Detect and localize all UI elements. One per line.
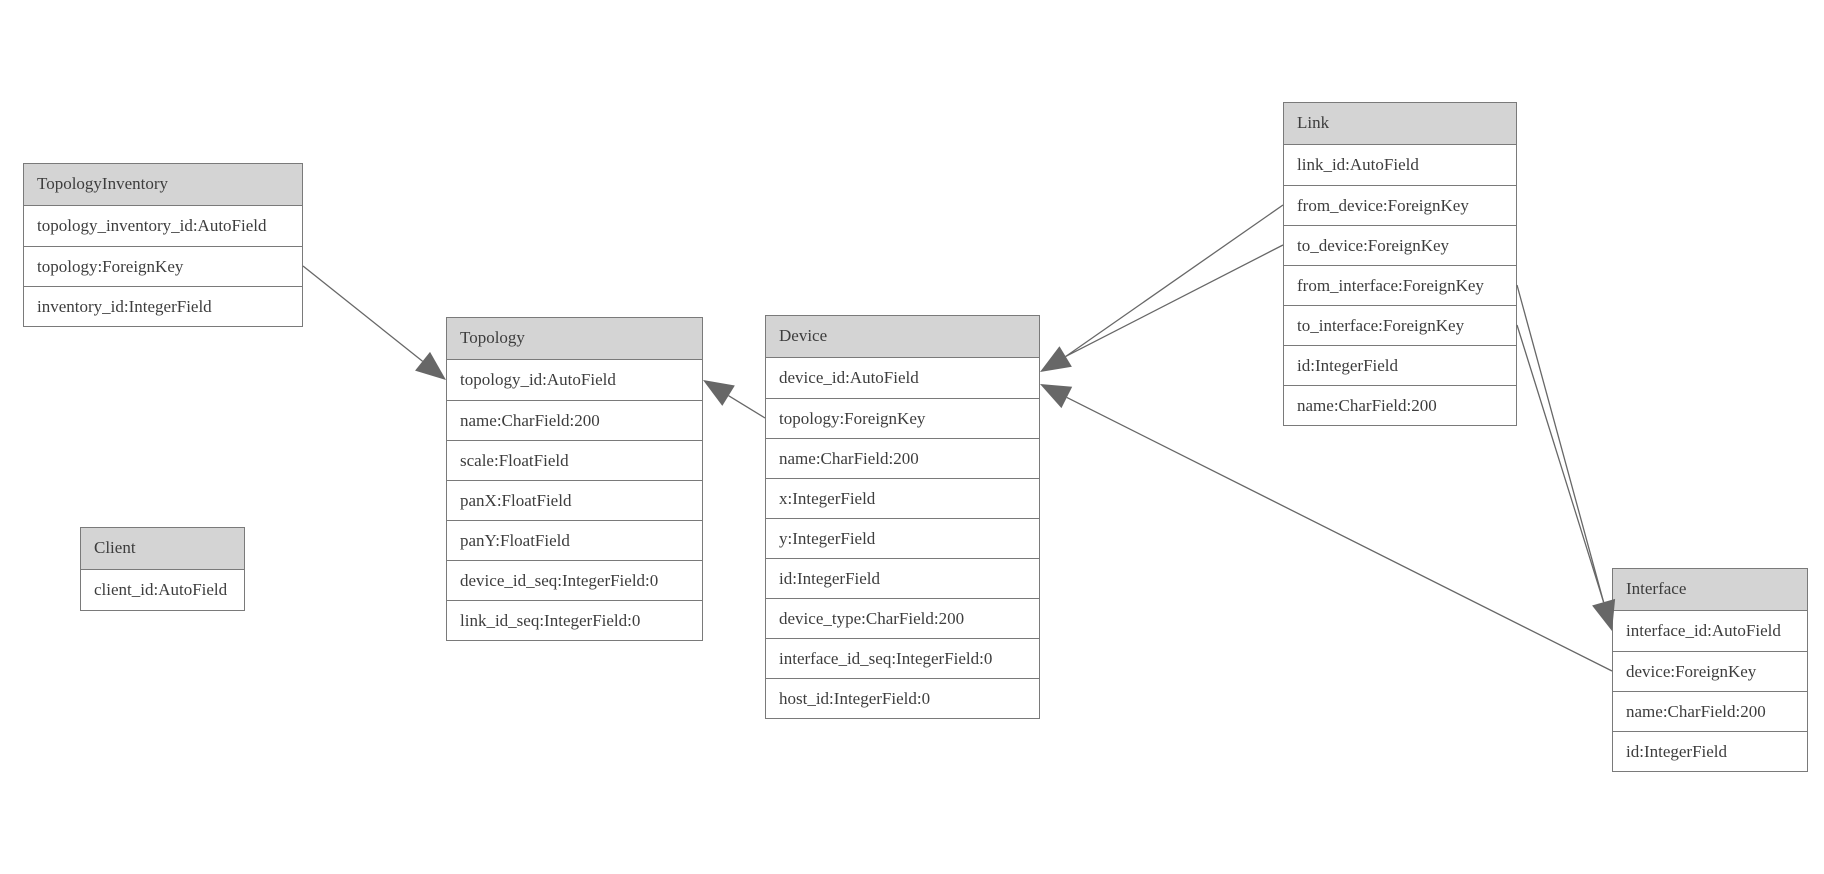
entity-table-device: Device device_id:AutoField topology:Forei… <box>765 315 1040 719</box>
table-header: Link <box>1284 103 1516 145</box>
field-row: topology:ForeignKey <box>24 246 302 286</box>
field-row: topology_inventory_id:AutoField <box>37 216 267 235</box>
relation-line <box>1516 284 1605 603</box>
field-row: id:IntegerField <box>1284 345 1516 385</box>
field-row: y:IntegerField <box>766 518 1039 558</box>
field-row: from_interface:ForeignKey <box>1284 265 1516 305</box>
entity-table-client: Client client_id:AutoField <box>80 527 245 611</box>
field-row: topology:ForeignKey <box>766 398 1039 438</box>
field-row: link_id:AutoField <box>1297 155 1419 174</box>
field-row: x:IntegerField <box>766 478 1039 518</box>
arrowhead <box>703 380 735 406</box>
field-row: device_type:CharField:200 <box>766 598 1039 638</box>
field-row: panY:FloatField <box>447 520 702 560</box>
field-row: name:CharField:200 <box>766 438 1039 478</box>
field-row: to_device:ForeignKey <box>1284 225 1516 265</box>
field-row: interface_id_seq:IntegerField:0 <box>766 638 1039 678</box>
relation-line <box>302 265 423 362</box>
field-row: to_interface:ForeignKey <box>1284 305 1516 345</box>
relation-line <box>1066 396 1613 672</box>
field-row: name:CharField:200 <box>1613 691 1807 731</box>
arrowhead <box>1040 384 1073 409</box>
field-row: client_id:AutoField <box>94 580 228 599</box>
field-row: topology_id:AutoField <box>460 370 616 389</box>
field-row: id:IntegerField <box>766 558 1039 598</box>
entity-table-topology: Topology topology_id:AutoField name:CharF… <box>446 317 703 641</box>
relation-line <box>1065 244 1284 358</box>
entity-table-link: Link link_id:AutoField from_device:Foreig… <box>1283 102 1517 426</box>
table-header: Interface <box>1613 569 1807 611</box>
table-header: TopologyInventory <box>24 164 302 206</box>
field-row: name:CharField:200 <box>1284 385 1516 425</box>
field-row: interface_id:AutoField <box>1626 621 1781 640</box>
field-row: name:CharField:200 <box>447 400 702 440</box>
table-header: Client <box>81 528 244 570</box>
field-row: device_id_seq:IntegerField:0 <box>447 560 702 600</box>
field-row: from_device:ForeignKey <box>1284 185 1516 225</box>
field-row: device_id:AutoField <box>779 368 919 387</box>
field-row: device:ForeignKey <box>1613 651 1807 691</box>
entity-table-interface: Interface interface_id:AutoField device:F… <box>1612 568 1808 772</box>
field-row: scale:FloatField <box>447 440 702 480</box>
relation-line <box>1065 204 1284 358</box>
table-rows: topology_inventory_id:AutoField topology:… <box>24 206 302 326</box>
field-row: id:IntegerField <box>1613 731 1807 771</box>
table-rows: client_id:AutoField <box>81 570 244 610</box>
relation-line <box>728 395 766 419</box>
field-row: host_id:IntegerField:0 <box>766 678 1039 718</box>
arrowhead <box>415 351 446 380</box>
field-row: panX:FloatField <box>447 480 702 520</box>
field-row: inventory_id:IntegerField <box>24 286 302 326</box>
arrowhead <box>1040 346 1072 372</box>
entity-table-topology-inventory: TopologyInventory topology_inventory_id:… <box>23 163 303 327</box>
field-row: link_id_seq:IntegerField:0 <box>447 600 702 640</box>
table-header: Topology <box>447 318 702 360</box>
table-header: Device <box>766 316 1039 358</box>
relation-line <box>1516 324 1605 603</box>
